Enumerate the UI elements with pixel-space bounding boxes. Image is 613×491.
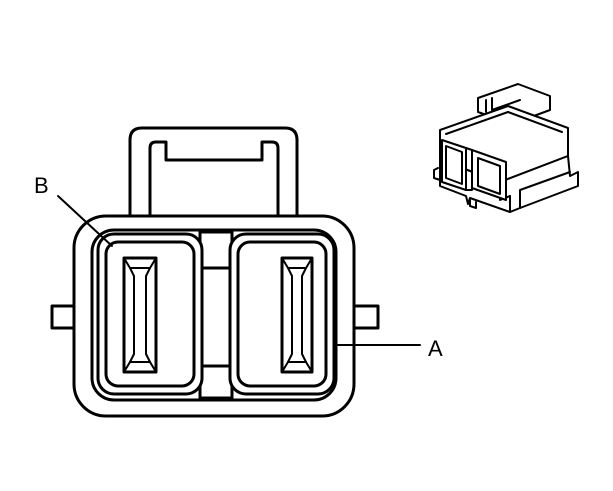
connector-front-view: B A: [34, 126, 443, 418]
locking-tab-inner: [148, 140, 280, 230]
locking-tab: [128, 126, 299, 230]
cavity-a: [228, 232, 336, 396]
terminal-b: [122, 256, 158, 374]
label-a: A: [428, 336, 443, 361]
label-b: B: [34, 173, 49, 198]
center-divider: [198, 230, 234, 400]
housing-inner-rim: [90, 228, 338, 402]
connector-isometric-view: [433, 83, 579, 213]
leader-line-b: [57, 195, 113, 247]
terminal-a: [280, 256, 314, 374]
cavity-b: [96, 232, 204, 396]
